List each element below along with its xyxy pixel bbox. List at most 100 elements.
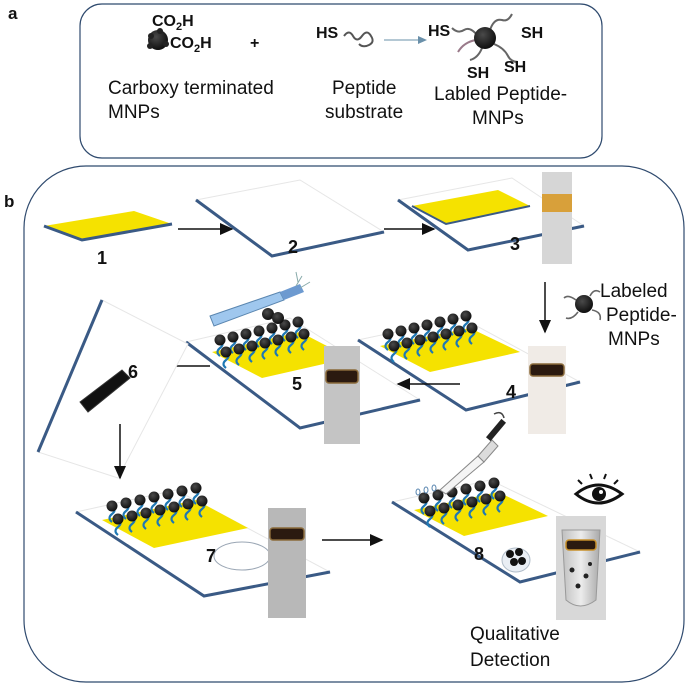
mnp-particle <box>176 485 188 497</box>
product-label-line1: Labled Peptide- <box>434 84 567 105</box>
pipette-icon <box>415 411 507 496</box>
mnp-particle <box>438 502 450 514</box>
step-3-gold-on-slide <box>396 177 586 252</box>
mnp-particle <box>190 482 202 494</box>
step-3-photo <box>542 172 572 264</box>
product-thiol-2: SH <box>521 25 543 42</box>
mnp-particle <box>401 337 413 349</box>
reagent-label-line2: Peptide- <box>606 305 677 326</box>
detection-label-line2: Detection <box>470 650 550 671</box>
peptide-label-line2: substrate <box>325 102 403 123</box>
mnp-particle <box>182 498 194 510</box>
step-2-glass-slide <box>194 179 386 258</box>
step-6-tilted-slide <box>36 299 189 479</box>
step-7-photo <box>268 508 306 618</box>
step-4-slide-with-mnps <box>356 310 582 412</box>
mnp-particle <box>424 505 436 517</box>
mnp-particle <box>434 316 446 328</box>
step-label-2: 2 <box>288 237 298 257</box>
reagent-mnp-icon <box>563 289 602 321</box>
mnp-particle <box>140 507 152 519</box>
mnp-particle <box>298 328 310 340</box>
plus-sign: + <box>250 35 259 52</box>
mnp-particle <box>466 496 478 508</box>
detection-label-line1: Qualitative <box>470 624 560 645</box>
mnp-particle <box>427 331 439 343</box>
mnp-particle <box>154 504 166 516</box>
mnp-particle <box>112 513 124 525</box>
mnp-particle <box>214 334 226 346</box>
mnp-particle <box>414 334 426 346</box>
mnp-particle <box>408 322 420 334</box>
mnp-particle <box>120 497 132 509</box>
mnp-particle <box>246 340 258 352</box>
mnp-particle <box>421 319 433 331</box>
carboxy-label-line2: MNPs <box>108 102 160 123</box>
panel-a-letter: a <box>8 4 18 23</box>
step-label-3: 3 <box>510 234 520 254</box>
mnp-particle <box>272 334 284 346</box>
step-label-5: 5 <box>292 374 302 394</box>
mnp-particle <box>453 325 465 337</box>
mnp-particle <box>233 343 245 355</box>
mnp-particle <box>460 310 472 322</box>
mnp-particle <box>395 325 407 337</box>
reagent-label-line3: MNPs <box>608 329 660 350</box>
mnp-particle <box>266 322 278 334</box>
mnp-particle <box>418 492 430 504</box>
mnp-particle <box>279 319 291 331</box>
mnp-particle <box>148 491 160 503</box>
mnp-particle <box>227 331 239 343</box>
mnp-particle <box>480 493 492 505</box>
mnp-particle <box>253 325 265 337</box>
mnp-particle <box>466 322 478 334</box>
mnp-particle <box>494 490 506 502</box>
peptide-thiol: HS <box>316 25 339 42</box>
product-thiol-4: SH <box>504 59 526 76</box>
mnp-particle <box>196 495 208 507</box>
mnp-particle <box>292 316 304 328</box>
step-label-7: 7 <box>206 546 216 566</box>
mnp-particle <box>126 510 138 522</box>
product-thiol-1: HS <box>428 23 451 40</box>
mnp-particle <box>440 328 452 340</box>
panel-b-letter: b <box>4 192 14 211</box>
carboxy-group-top: CO2H <box>152 13 194 33</box>
mnp-particle <box>168 501 180 513</box>
mnp-particle <box>240 328 252 340</box>
mnp-particle <box>447 313 459 325</box>
labeled-peptide-mnp <box>451 13 519 63</box>
step-1-gold-chip <box>43 211 173 242</box>
step-label-4: 4 <box>506 382 516 402</box>
eye-icon <box>573 473 625 505</box>
mnp-particle <box>474 480 486 492</box>
panel-a-frame <box>79 3 603 159</box>
mnp-particle <box>452 499 464 511</box>
mnp-particle <box>259 337 271 349</box>
mnp-particle <box>460 483 472 495</box>
step-label-6: 6 <box>128 362 138 382</box>
mnp-particle <box>106 500 118 512</box>
panel-b-frame <box>23 165 685 683</box>
peptide-chain <box>343 31 374 48</box>
step-7-slide <box>74 482 332 598</box>
step-5-photo <box>324 346 360 444</box>
magnet-icon <box>209 271 311 327</box>
step-5-slide-with-mnps <box>184 316 422 430</box>
carboxy-group-bottom: CO2H <box>170 35 212 55</box>
step-4-photo <box>528 346 566 434</box>
step-label-8: 8 <box>474 544 484 564</box>
mnp-particle <box>432 489 444 501</box>
carboxy-mnp <box>147 28 169 50</box>
step-8-tube-photo <box>556 516 606 620</box>
mnp-particle <box>162 488 174 500</box>
peptide-label-line1: Peptide <box>332 78 396 99</box>
mnp-particle <box>388 340 400 352</box>
mnp-particle <box>488 477 500 489</box>
mnp-particle <box>285 331 297 343</box>
product-label-line2: MNPs <box>472 108 524 129</box>
mnp-particle <box>382 328 394 340</box>
mnp-particle <box>134 494 146 506</box>
carboxy-label-line1: Carboxy terminated <box>108 78 274 99</box>
